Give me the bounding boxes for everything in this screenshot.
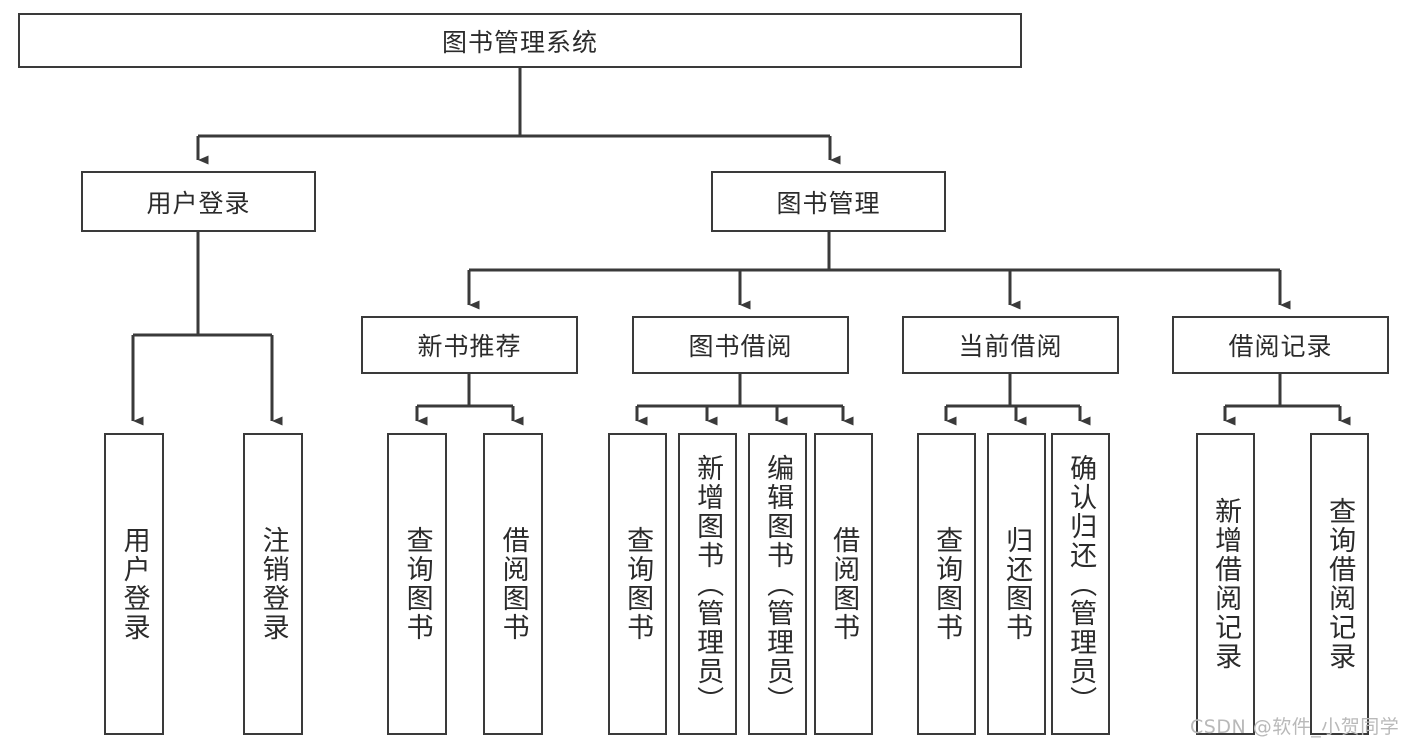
leaf-current-return-book[interactable]: 归还图书: [987, 433, 1046, 735]
node-book-borrow[interactable]: 图书借阅: [632, 316, 849, 374]
node-current-borrow[interactable]: 当前借阅: [902, 316, 1119, 374]
leaf-borrow-borrow-book[interactable]: 借阅图书: [814, 433, 873, 735]
leaf-record-add-record[interactable]: 新增借阅记录: [1196, 433, 1255, 735]
leaf-recommend-query-book[interactable]: 查询图书: [387, 433, 447, 735]
leaf-user-login-logout[interactable]: 注销登录: [243, 433, 303, 735]
leaf-borrow-edit-book[interactable]: 编辑图书（管理员）: [748, 433, 807, 735]
leaf-current-confirm-return[interactable]: 确认归还（管理员）: [1051, 433, 1110, 735]
node-user-login[interactable]: 用户登录: [81, 171, 316, 232]
leaf-current-query-book[interactable]: 查询图书: [917, 433, 976, 735]
node-book-management[interactable]: 图书管理: [711, 171, 946, 232]
leaf-record-query-record[interactable]: 查询借阅记录: [1310, 433, 1369, 735]
leaf-borrow-query-book[interactable]: 查询图书: [608, 433, 667, 735]
leaf-recommend-borrow-book[interactable]: 借阅图书: [483, 433, 543, 735]
leaf-user-login-login[interactable]: 用户登录: [104, 433, 164, 735]
node-borrow-record[interactable]: 借阅记录: [1172, 316, 1389, 374]
leaf-borrow-add-book[interactable]: 新增图书（管理员）: [678, 433, 737, 735]
node-root[interactable]: 图书管理系统: [18, 13, 1022, 68]
node-new-book-recommend[interactable]: 新书推荐: [361, 316, 578, 374]
